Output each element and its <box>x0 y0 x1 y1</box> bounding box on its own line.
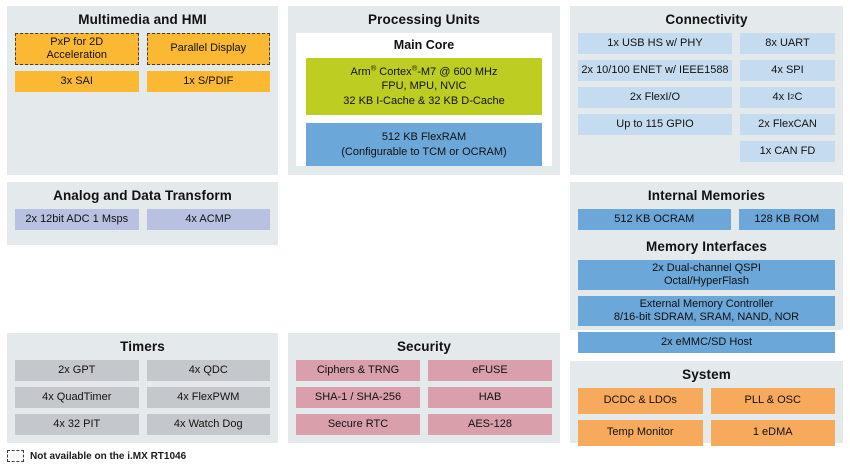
block-usb-hs-phy[interactable]: 1x USB HS w/ PHY <box>578 32 732 54</box>
block-arm-cortex-m7[interactable]: Arm® Cortex®-M7 @ 600 MHz FPU, MPU, NVIC… <box>306 57 542 116</box>
block-pxp-2d-acceleration[interactable]: PxP for 2D Acceleration <box>15 32 139 65</box>
panel-title-analog: Analog and Data Transform <box>53 188 232 203</box>
analog-row-1: 2x 12bit ADC 1 Msps 4x ACMP <box>7 208 278 238</box>
panel-title-memory-interfaces: Memory Interfaces <box>646 238 767 254</box>
panel-title-security: Security <box>396 339 452 354</box>
legend: Not available on the i.MX RT1046 <box>7 450 186 462</box>
emc-line-2: 8/16-bit SDRAM, SRAM, NAND, NOR <box>613 310 800 323</box>
flexram-line-1: 512 KB FlexRAM <box>381 131 467 144</box>
block-hab[interactable]: HAB <box>428 386 552 408</box>
memory-interfaces-list: 2x Dual-channel QSPI Octal/HyperFlash Ex… <box>570 259 843 361</box>
timers-row-3: 4x 32 PIT 4x Watch Dog <box>7 413 278 443</box>
qspi-line-1: 2x Dual-channel QSPI <box>652 261 761 274</box>
block-enet-ieee1588[interactable]: 2x 10/100 ENET w/ IEEE1588 <box>578 59 732 81</box>
core-line-3: 32 KB I-Cache & 32 KB D-Cache <box>343 94 505 107</box>
block-pit[interactable]: 4x 32 PIT <box>15 413 139 435</box>
block-acmp[interactable]: 4x ACMP <box>146 208 270 230</box>
block-pll-osc[interactable]: PLL & OSC <box>710 387 835 414</box>
block-flexpwm[interactable]: 4x FlexPWM <box>146 386 270 408</box>
block-edma[interactable]: 1 eDMA <box>710 419 835 446</box>
block-secure-rtc[interactable]: Secure RTC <box>296 413 420 435</box>
main-core-title: Main Core <box>393 37 455 52</box>
block-flexcan[interactable]: 2x FlexCAN <box>739 113 835 135</box>
block-rom[interactable]: 128 KB ROM <box>738 208 835 230</box>
security-row-1: Ciphers & TRNG eFUSE <box>288 359 560 387</box>
qspi-line-2: Octal/HyperFlash <box>664 274 749 287</box>
panel-title-processing-units: Processing Units <box>368 12 480 27</box>
block-external-memory-controller[interactable]: External Memory Controller 8/16-bit SDRA… <box>578 295 835 326</box>
block-ocram[interactable]: 512 KB OCRAM <box>578 208 731 230</box>
connectivity-columns: 1x USB HS w/ PHY 2x 10/100 ENET w/ IEEE1… <box>570 32 843 170</box>
internal-memories-row-1: 512 KB OCRAM 128 KB ROM <box>570 208 843 236</box>
block-dcdc-ldos[interactable]: DCDC & LDOs <box>578 387 703 414</box>
block-parallel-display[interactable]: Parallel Display <box>146 32 270 65</box>
panel-analog-and-data-transform: Analog and Data Transform 2x 12bit ADC 1… <box>7 182 278 245</box>
multimedia-row-1: PxP for 2D Acceleration Parallel Display <box>7 32 278 71</box>
block-ciphers-trng[interactable]: Ciphers & TRNG <box>296 359 420 381</box>
block-qdc[interactable]: 4x QDC <box>146 359 270 381</box>
panel-timers: Timers 2x GPT 4x QDC 4x QuadTimer 4x Fle… <box>7 333 278 443</box>
security-row-2: SHA-1 / SHA-256 HAB <box>288 386 560 414</box>
panel-connectivity: Connectivity 1x USB HS w/ PHY 2x 10/100 … <box>570 6 843 175</box>
block-flexio[interactable]: 2x FlexI/O <box>578 86 732 108</box>
timers-row-1: 2x GPT 4x QDC <box>7 359 278 387</box>
system-row-1: DCDC & LDOs PLL & OSC <box>570 387 843 420</box>
block-flexram[interactable]: 512 KB FlexRAM (Configurable to TCM or O… <box>306 123 542 167</box>
panel-processing-units: Processing Units Main Core Arm® Cortex®-… <box>288 6 560 175</box>
panel-internal-memories: Internal Memories 512 KB OCRAM 128 KB RO… <box>570 182 843 353</box>
main-core-container: Main Core Arm® Cortex®-M7 @ 600 MHz FPU,… <box>296 32 552 167</box>
panel-title-multimedia: Multimedia and HMI <box>78 12 207 27</box>
block-qspi[interactable]: 2x Dual-channel QSPI Octal/HyperFlash <box>578 259 835 290</box>
core-line-2: FPU, MPU, NVIC <box>381 80 467 93</box>
block-1x-spdif[interactable]: 1x S/PDIF <box>146 70 270 92</box>
panel-system: System DCDC & LDOs PLL & OSC Temp Monito… <box>570 361 843 446</box>
block-can-fd[interactable]: 1x CAN FD <box>739 140 835 162</box>
block-aes-128[interactable]: AES-128 <box>428 413 552 435</box>
block-uart[interactable]: 8x UART <box>739 32 835 54</box>
block-quadtimer[interactable]: 4x QuadTimer <box>15 386 139 408</box>
core-line-1: Arm® Cortex®-M7 @ 600 MHz <box>350 63 498 78</box>
block-adc[interactable]: 2x 12bit ADC 1 Msps <box>15 208 139 230</box>
emc-line-1: External Memory Controller <box>639 297 774 310</box>
panel-title-system: System <box>682 367 731 382</box>
panel-title-internal-memories: Internal Memories <box>647 188 766 203</box>
block-gpio[interactable]: Up to 115 GPIO <box>578 113 732 135</box>
timers-row-2: 4x QuadTimer 4x FlexPWM <box>7 386 278 414</box>
connectivity-left-column: 1x USB HS w/ PHY 2x 10/100 ENET w/ IEEE1… <box>578 32 732 162</box>
dashed-outline-swatch-icon <box>7 450 24 462</box>
block-spi[interactable]: 4x SPI <box>739 59 835 81</box>
system-row-2: Temp Monitor 1 eDMA <box>570 419 843 454</box>
panel-security: Security Ciphers & TRNG eFUSE SHA-1 / SH… <box>288 333 560 443</box>
block-3x-sai[interactable]: 3x SAI <box>15 70 139 92</box>
flexram-line-2: (Configurable to TCM or OCRAM) <box>341 145 507 158</box>
block-temp-monitor[interactable]: Temp Monitor <box>578 419 703 446</box>
panel-multimedia-and-hmi: Multimedia and HMI PxP for 2D Accelerati… <box>7 6 278 175</box>
panel-title-connectivity: Connectivity <box>665 12 748 27</box>
block-sha[interactable]: SHA-1 / SHA-256 <box>296 386 420 408</box>
block-gpt[interactable]: 2x GPT <box>15 359 139 381</box>
security-row-3: Secure RTC AES-128 <box>288 413 560 443</box>
block-emmc-sd-host[interactable]: 2x eMMC/SD Host <box>578 331 835 353</box>
block-efuse[interactable]: eFUSE <box>428 359 552 381</box>
multimedia-row-2: 3x SAI 1x S/PDIF <box>7 70 278 98</box>
panel-title-timers: Timers <box>120 339 165 354</box>
legend-text: Not available on the i.MX RT1046 <box>30 450 187 462</box>
block-watch-dog[interactable]: 4x Watch Dog <box>146 413 270 435</box>
